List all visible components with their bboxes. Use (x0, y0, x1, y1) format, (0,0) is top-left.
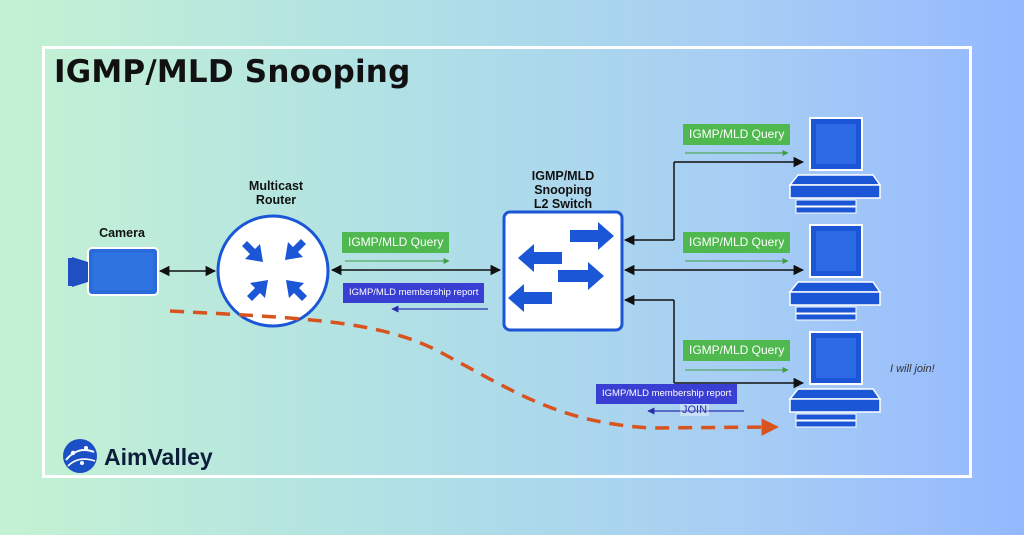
camera-icon (68, 247, 159, 296)
query-tag-pc3: IGMP/MLD Query (683, 340, 791, 361)
query-tag-pc1: IGMP/MLD Query (683, 124, 791, 145)
aimvalley-logo-icon (63, 439, 97, 473)
report-tag-router: IGMP/MLD membership report (343, 283, 485, 303)
speech-text: I will join! (890, 363, 935, 375)
router-icon (216, 214, 330, 328)
diagram-frame (42, 46, 972, 478)
pc-icon (788, 117, 882, 214)
query-tag-router: IGMP/MLD Query (342, 232, 450, 253)
switch-icon (502, 210, 624, 332)
pc-icon (788, 224, 882, 321)
join-label: JOIN (680, 404, 710, 416)
router-label: Multicast Router (248, 179, 304, 207)
query-tag-pc2: IGMP/MLD Query (683, 232, 791, 253)
brand-name: AimValley (104, 444, 213, 470)
page-title: IGMP/MLD Snooping (54, 54, 411, 90)
switch-label: IGMP/MLD Snooping L2 Switch (531, 169, 595, 211)
pc-icon (788, 331, 882, 428)
camera-label: Camera (99, 226, 145, 240)
report-tag-pc3: IGMP/MLD membership report (596, 384, 738, 404)
